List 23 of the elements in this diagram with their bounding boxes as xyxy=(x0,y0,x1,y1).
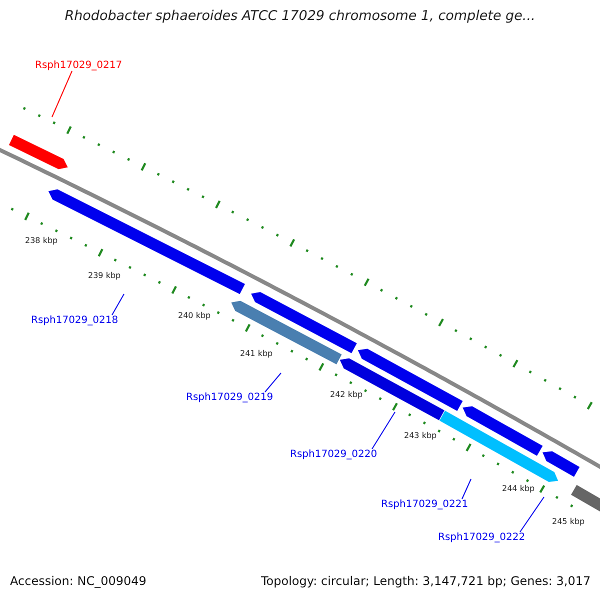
gene-label: Rsph17029_0220 xyxy=(290,449,378,460)
scale-label: 241 kbp xyxy=(240,349,273,358)
gene-label: Rsph17029_0217 xyxy=(35,60,122,71)
leader-line xyxy=(112,294,124,316)
leader-line xyxy=(462,478,472,500)
gene-label: Rsph17029_0218 xyxy=(31,315,118,326)
scale-label: 238 kbp xyxy=(25,236,58,245)
gene-label: Rsph17029_0222 xyxy=(438,532,526,543)
scale-label: 240 kbp xyxy=(178,311,211,320)
info-text: Accession: NC_009049 xyxy=(10,574,146,588)
scale-label: 242 kbp xyxy=(330,390,363,399)
gene-label: Rsph17029_0219 xyxy=(186,392,274,403)
scale-label: 239 kbp xyxy=(88,271,121,280)
leader-line xyxy=(372,412,396,450)
title: Rhodobacter sphaeroides ATCC 17029 chromosome 1, complete ge... xyxy=(64,8,536,24)
leader-line xyxy=(264,372,282,392)
gene-label: Rsph17029_0221 xyxy=(381,499,468,510)
scale-label: 243 kbp xyxy=(404,431,437,440)
info-text: Topology: circular; Length: 3,147,721 bp; Genes: 3,017 xyxy=(261,574,591,588)
scale-label: 244 kbp xyxy=(502,484,535,493)
leader-line xyxy=(52,70,72,118)
leader-line xyxy=(520,496,544,532)
scale-label: 245 kbp xyxy=(552,517,585,526)
